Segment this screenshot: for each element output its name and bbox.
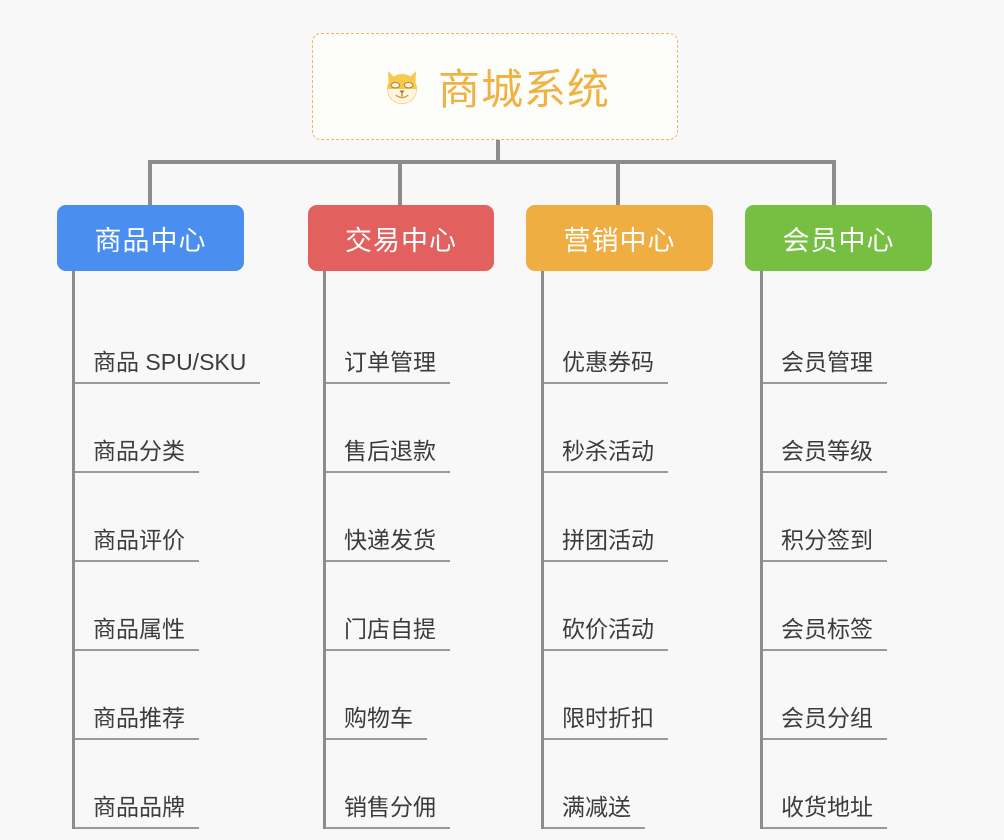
list-item[interactable]: 订单管理	[326, 295, 494, 384]
list-item[interactable]: 商品推荐	[75, 651, 260, 740]
category-title: 交易中心	[345, 225, 457, 256]
branch-spine	[760, 271, 763, 829]
category-title: 商品中心	[94, 225, 207, 256]
leaf-label: 拼团活动	[544, 527, 668, 562]
list-item[interactable]: 优惠券码	[544, 295, 713, 384]
list-item[interactable]: 商品属性	[75, 562, 260, 651]
leaf-label: 购物车	[326, 705, 427, 740]
branch-trade-center: 交易中心 订单管理 售后退款 快递发货 门店自提 购物车 销售分佣	[308, 205, 494, 829]
list-item[interactable]: 收货地址	[763, 740, 932, 829]
leaf-label: 订单管理	[326, 349, 450, 384]
leaf-label: 满减送	[544, 794, 645, 829]
branch-items-product-center: 商品 SPU/SKU 商品分类 商品评价 商品属性 商品推荐 商品品牌	[57, 271, 261, 829]
leaf-label: 快递发货	[326, 527, 450, 562]
list-item[interactable]: 门店自提	[326, 562, 494, 651]
leaf-label: 门店自提	[326, 616, 450, 651]
leaf-label: 秒杀活动	[544, 438, 668, 473]
list-item[interactable]: 砍价活动	[544, 562, 713, 651]
branch-items-member-center: 会员管理 会员等级 积分签到 会员标签 会员分组 收货地址	[745, 271, 932, 829]
list-item[interactable]: 积分签到	[763, 473, 932, 562]
leaf-label: 商品评价	[75, 527, 199, 562]
branch-items-marketing-center: 优惠券码 秒杀活动 拼团活动 砍价活动 限时折扣 满减送	[526, 271, 713, 829]
branch-items-trade-center: 订单管理 售后退款 快递发货 门店自提 购物车 销售分佣	[308, 271, 494, 829]
list-item[interactable]: 销售分佣	[326, 740, 494, 829]
list-item[interactable]: 会员标签	[763, 562, 932, 651]
list-item[interactable]: 秒杀活动	[544, 384, 713, 473]
category-title: 营销中心	[563, 225, 676, 256]
leaf-label: 商品推荐	[75, 705, 199, 740]
category-header-marketing-center[interactable]: 营销中心	[526, 205, 713, 271]
root-node[interactable]: 商城系统	[312, 33, 678, 140]
leaf-label: 商品 SPU/SKU	[75, 349, 261, 384]
connector-drop-4	[832, 160, 836, 205]
shiba-dog-face-icon	[380, 65, 424, 109]
list-item[interactable]: 商品 SPU/SKU	[75, 295, 261, 384]
leaf-label: 砍价活动	[544, 616, 668, 651]
list-item[interactable]: 满减送	[544, 740, 713, 829]
list-item[interactable]: 会员管理	[763, 295, 932, 384]
branch-marketing-center: 营销中心 优惠券码 秒杀活动 拼团活动 砍价活动 限时折扣 满减送	[526, 205, 713, 829]
leaf-label: 优惠券码	[544, 349, 668, 384]
leaf-label: 商品品牌	[75, 794, 199, 829]
connector-drop-3	[616, 160, 620, 205]
list-item[interactable]: 会员等级	[763, 384, 932, 473]
list-item[interactable]: 商品分类	[75, 384, 260, 473]
leaf-label: 售后退款	[326, 438, 450, 473]
connector-drop-2	[398, 160, 402, 205]
leaf-label: 会员等级	[763, 438, 887, 473]
leaf-label: 会员分组	[763, 705, 887, 740]
list-item[interactable]: 快递发货	[326, 473, 494, 562]
leaf-label: 会员管理	[763, 349, 887, 384]
branch-spine	[323, 271, 326, 829]
category-title: 会员中心	[782, 225, 895, 256]
branch-member-center: 会员中心 会员管理 会员等级 积分签到 会员标签 会员分组 收货地址	[745, 205, 932, 829]
leaf-label: 限时折扣	[544, 705, 668, 740]
root-title: 商城系统	[437, 66, 610, 113]
leaf-label: 商品属性	[75, 616, 199, 651]
leaf-label: 会员标签	[763, 616, 887, 651]
branch-product-center: 商品中心 商品 SPU/SKU 商品分类 商品评价 商品属性 商品推荐 商品品牌	[57, 205, 261, 829]
list-item[interactable]: 限时折扣	[544, 651, 713, 740]
list-item[interactable]: 购物车	[326, 651, 494, 740]
branch-spine	[541, 271, 544, 829]
connector-root-vertical	[496, 140, 500, 164]
list-item[interactable]: 拼团活动	[544, 473, 713, 562]
connector-horizontal-bus	[148, 160, 836, 164]
category-header-member-center[interactable]: 会员中心	[745, 205, 932, 271]
leaf-label: 商品分类	[75, 438, 199, 473]
category-header-product-center[interactable]: 商品中心	[57, 205, 244, 271]
connector-drop-1	[148, 160, 152, 205]
leaf-label: 积分签到	[763, 527, 887, 562]
category-header-trade-center[interactable]: 交易中心	[308, 205, 494, 271]
branch-spine	[72, 271, 75, 829]
list-item[interactable]: 会员分组	[763, 651, 932, 740]
leaf-label: 收货地址	[763, 794, 887, 829]
list-item[interactable]: 商品评价	[75, 473, 260, 562]
leaf-label: 销售分佣	[326, 794, 450, 829]
list-item[interactable]: 售后退款	[326, 384, 494, 473]
list-item[interactable]: 商品品牌	[75, 740, 260, 829]
